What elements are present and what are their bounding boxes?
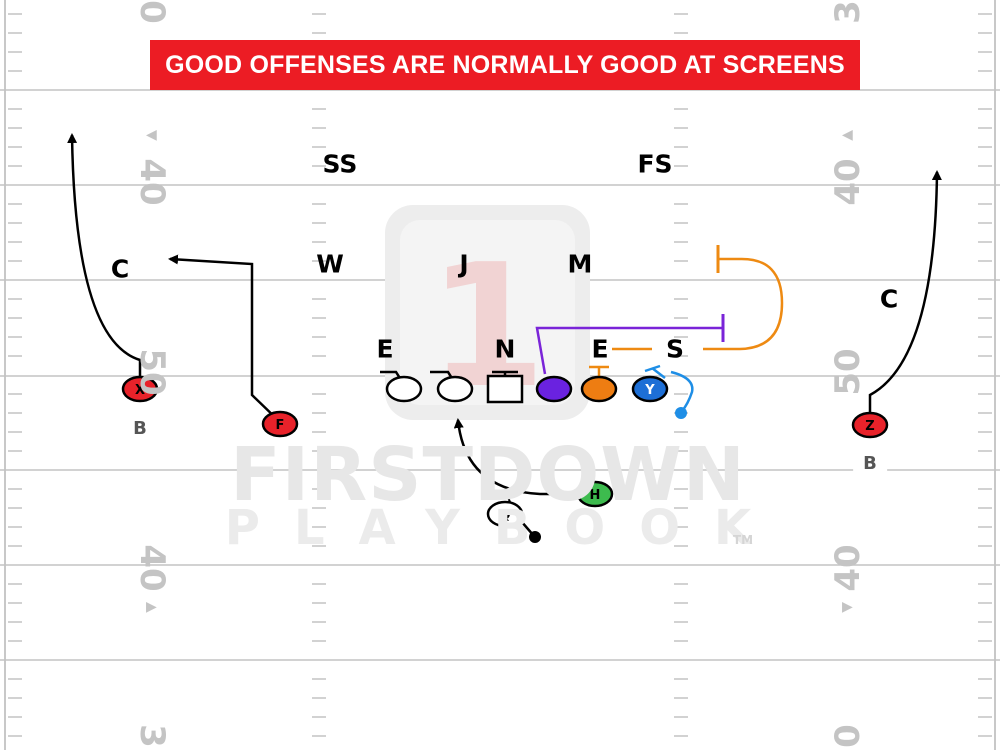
yard-arrow-right-lower: ▶ [842, 599, 853, 615]
defender-b-right: B [853, 447, 887, 481]
skill-players: Y X F Z H Q [121, 375, 889, 528]
player-h-label: H [590, 488, 601, 503]
defender-fs: FS [637, 149, 673, 179]
yard-arrow-right-upper: ◀ [842, 127, 853, 143]
watermark-firstdown: FIRSTDOWN [230, 432, 746, 518]
defender-m: M [567, 249, 593, 279]
defender-b-left: B [123, 412, 157, 446]
player-y-label: Y [644, 383, 655, 398]
route-f [168, 254, 281, 423]
player-y [631, 375, 669, 403]
center-purple [535, 375, 573, 403]
defender-w: W [316, 249, 344, 279]
title-banner: GOOD OFFENSES ARE NORMALLY GOOD AT SCREE… [150, 40, 860, 90]
defender-n: N [494, 334, 516, 364]
player-h [576, 480, 614, 508]
player-q [486, 500, 524, 528]
yard-number-right-lower: 40 [828, 544, 868, 592]
defender-j: J [459, 249, 469, 279]
left-guard [436, 375, 474, 403]
yard-arrow-left-lower: ▶ [146, 599, 157, 615]
right-guard-orange [580, 375, 618, 403]
route-h [453, 418, 578, 496]
center-square [486, 374, 524, 404]
defender-c-left: C [110, 254, 130, 284]
page-title: GOOD OFFENSES ARE NORMALLY GOOD AT SCREE… [165, 50, 845, 79]
defender-ss: SS [322, 149, 358, 179]
yard-arrow-left-upper: ◀ [146, 127, 157, 143]
player-x [121, 375, 159, 403]
player-q-label: Q [499, 508, 510, 523]
player-f [261, 410, 299, 438]
y-route-end [675, 407, 687, 419]
yard-number-bottom-left: 3 [132, 724, 172, 748]
defender-c-right: C [879, 284, 899, 314]
route-z [868, 170, 942, 412]
defender-e-right: E [591, 334, 609, 364]
left-tackle [385, 375, 423, 403]
route-y [670, 370, 694, 412]
sidelines [4, 0, 996, 750]
watermark-tm: TM [732, 533, 754, 547]
player-x-label: X [135, 383, 145, 398]
offensive-line [385, 374, 618, 404]
player-z-label: Z [865, 419, 874, 434]
hash-marks [8, 13, 992, 737]
defender-s: S [665, 334, 685, 364]
watermark-playbook: PLAYBOOK [224, 500, 786, 556]
yard-number-top-left: 0 [132, 0, 172, 24]
yard-number-top-right: 3 [828, 0, 868, 24]
q-arrow-tick [504, 489, 511, 503]
routes [67, 133, 942, 543]
yard-number-right-mid: 50 [828, 348, 868, 396]
yard-number-left-mid: 50 [132, 348, 172, 396]
route-guard [703, 257, 784, 351]
player-f-label: F [276, 418, 285, 433]
defender-e-left: E [376, 334, 394, 364]
yard-number-left-upper: 40 [132, 158, 172, 206]
yard-number-bottom-right: 0 [828, 724, 868, 748]
route-center [535, 326, 723, 375]
player-z [851, 411, 889, 439]
route-x [67, 133, 142, 378]
yard-number-left-lower: 40 [132, 544, 172, 592]
qb-dropback-point [529, 531, 541, 543]
y-block-stub [644, 364, 666, 379]
yard-number-right-upper: 40 [828, 158, 868, 206]
